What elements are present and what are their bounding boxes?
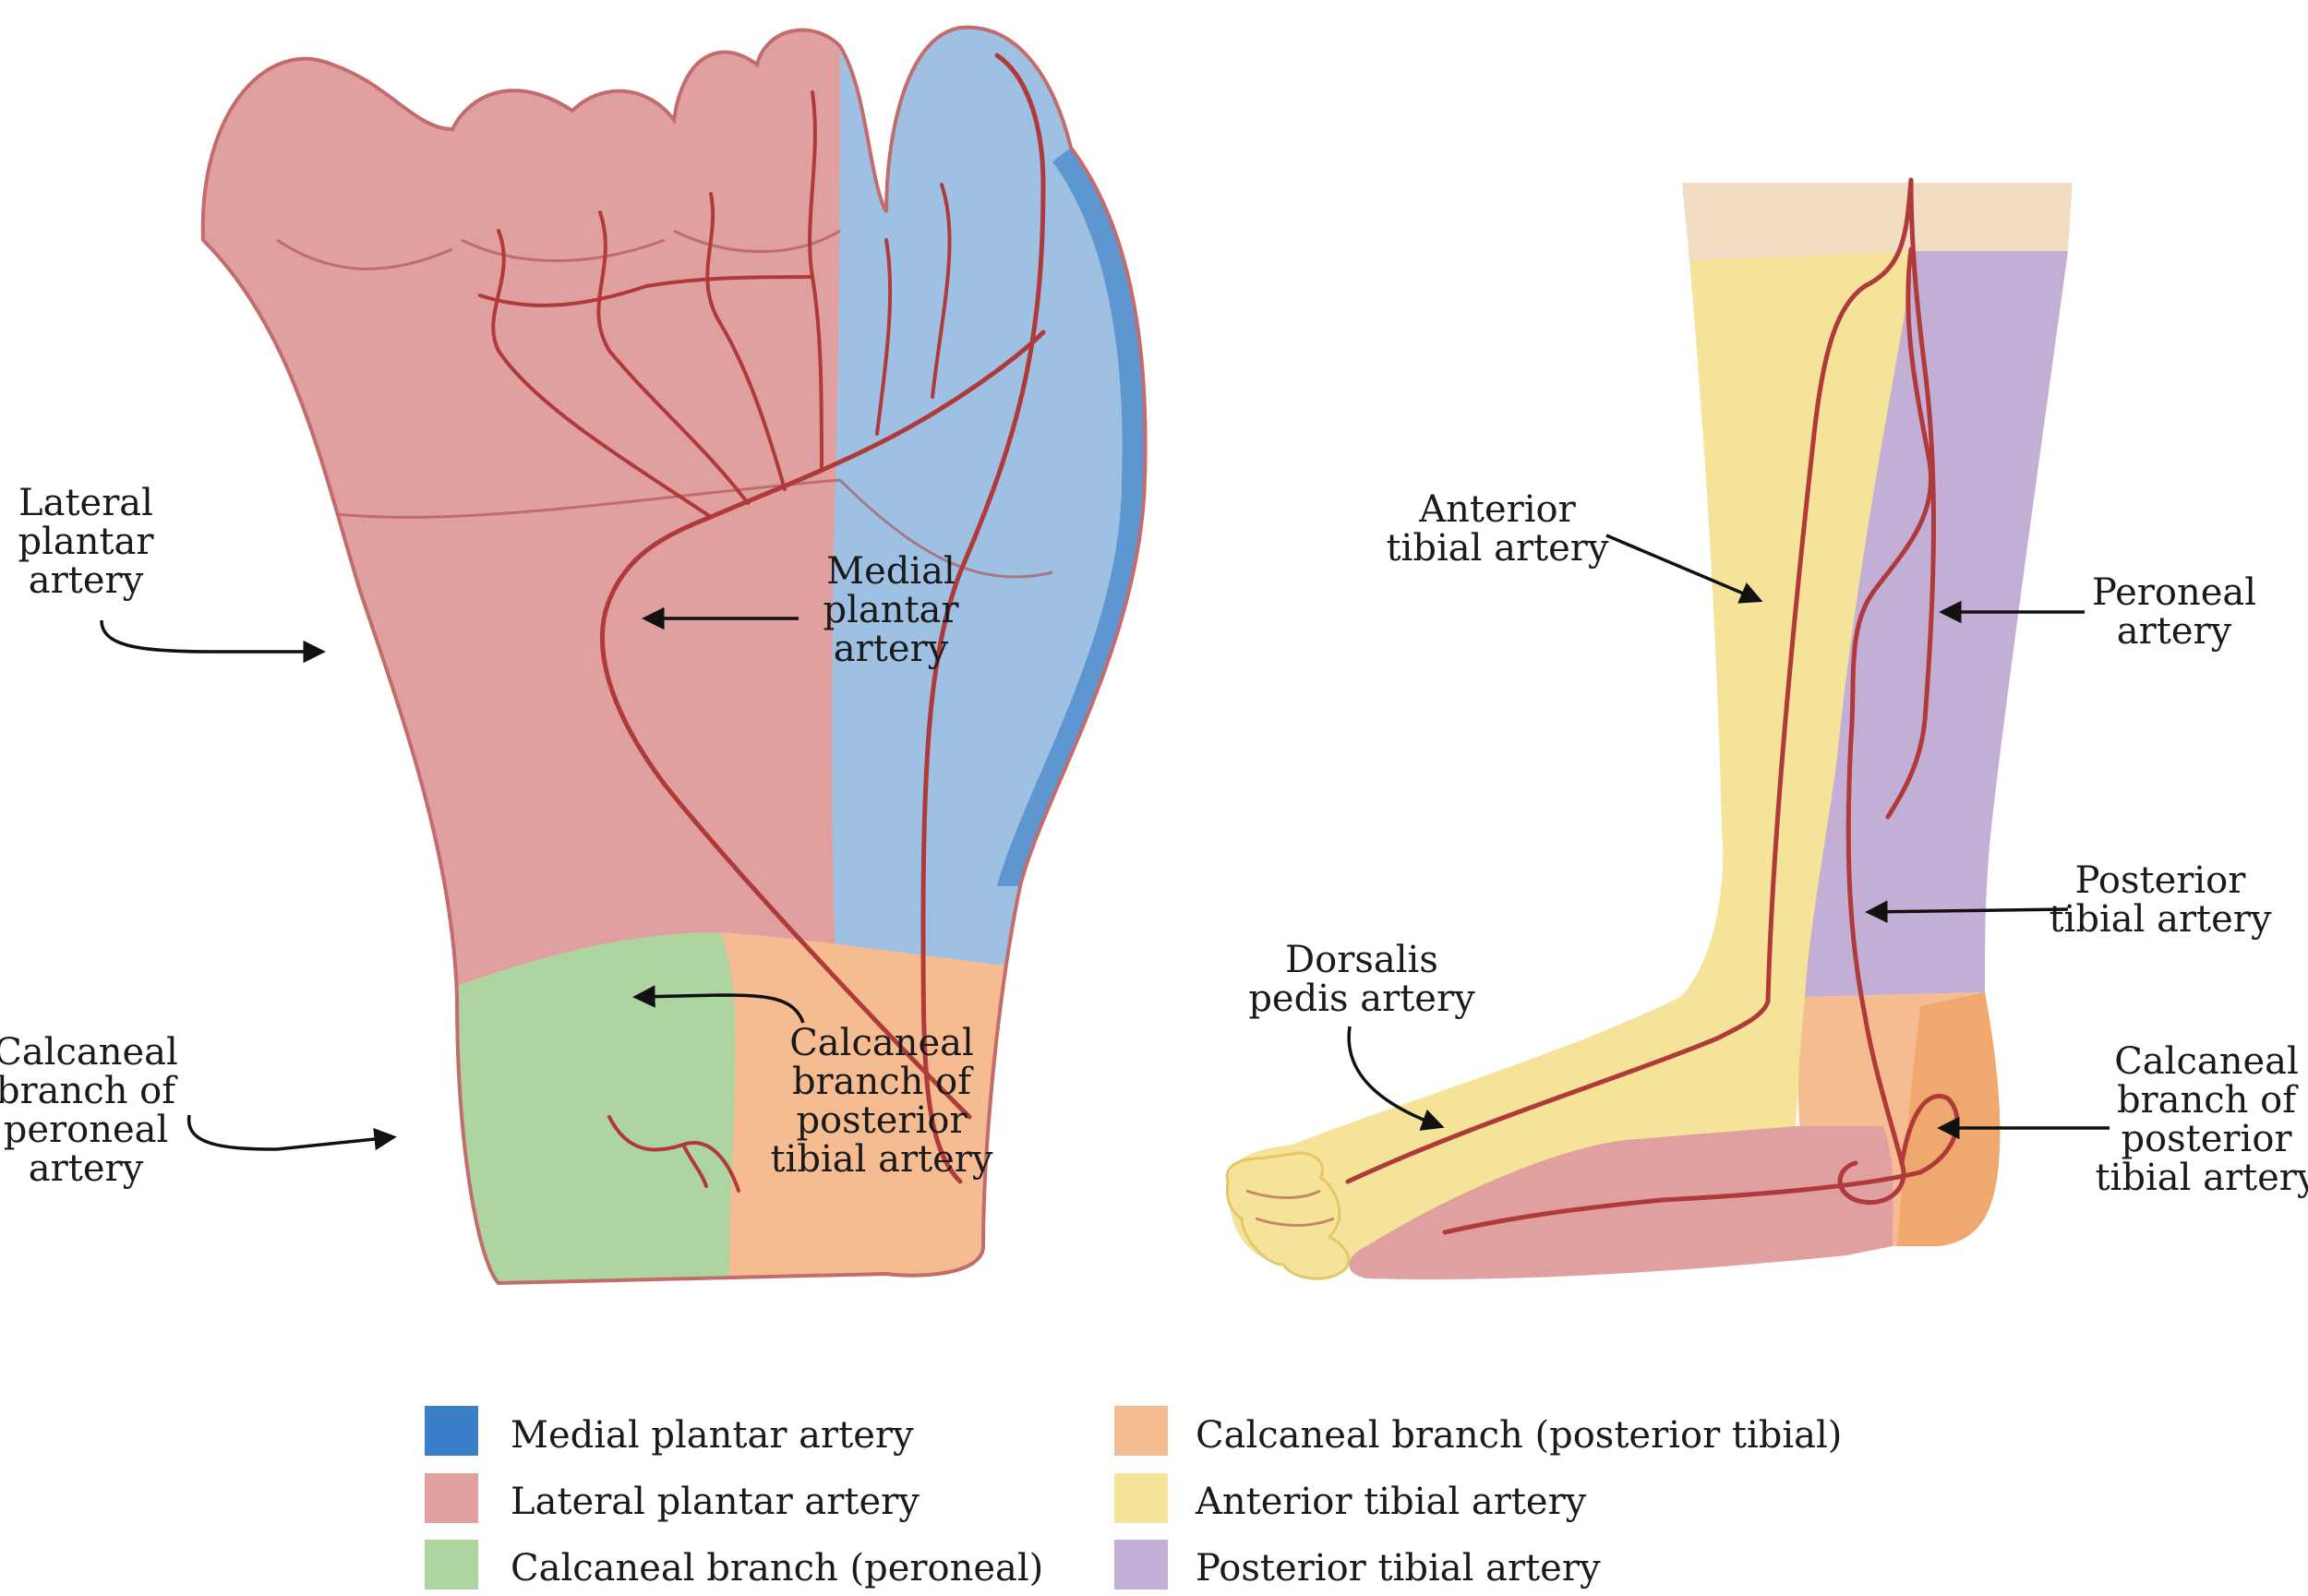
label-medial-plantar-line3: artery [834,628,949,670]
label-posterior-tibial-line2: tibial artery [2049,898,2271,941]
toe-line-2 [1255,1217,1335,1227]
label-lateral-plantar-line1: Lateral [18,482,153,524]
legend-item-anterior-tibial: Anterior tibial artery [1114,1473,1587,1523]
sole-outline [200,25,1148,1286]
label-medial-plantar: Medial plantar artery [642,550,959,670]
region-medial-plantar-edge [997,148,1146,886]
plantar-digital-6 [931,183,952,399]
label-cpt-plantar-line1: Calcaneal [789,1022,974,1064]
label-peroneal: Peroneal artery [1939,571,2256,653]
label-lateral-plantar-line3: artery [29,559,144,602]
legend-label-calcaneal-peroneal: Calcaneal branch (peroneal) [511,1547,1043,1590]
region-medial-plantar [832,27,1146,978]
legend-label-posterior-tibial: Posterior tibial artery [1196,1547,1601,1590]
lateral-plantar-artery-path [600,330,1046,1120]
label-anterior-tibial-line1: Anterior [1418,488,1576,531]
label-posterior-tibial: Posterior tibial artery [1865,859,2272,941]
label-calcaneal-peroneal-line4: artery [29,1147,144,1190]
legend-label-lateral-plantar: Lateral plantar artery [511,1481,920,1523]
label-cpt-plantar-line3: posterior [796,1099,968,1142]
label-medial-plantar-line1: Medial [826,550,956,593]
pointer-calcaneal-peroneal [186,1114,397,1151]
pointer-lateral-plantar [100,619,326,664]
peroneal-artery-path [1885,177,1936,820]
plantar-arch [478,275,814,307]
plantar-digital-2 [596,210,750,505]
label-anterior-tibial: Anterior tibial artery [1386,488,1763,604]
pointer-dorsalis-pedis [1347,1026,1445,1131]
label-dorsalis-pedis-line1: Dorsalis [1285,939,1438,981]
lateral-foot [1225,177,2073,1280]
label-cpt-lateral-line2: branch of [2117,1079,2299,1122]
midfoot-shade [838,478,1053,579]
plantar-digital-5 [875,238,893,436]
plantar-arteries [478,53,1046,1193]
toe-crease-1 [276,238,453,270]
toe-crease-2 [461,238,666,262]
legend-swatch-anterior-tibial [1114,1473,1168,1523]
label-dorsalis-pedis: Dorsalis pedis artery [1248,939,1475,1131]
legend-swatch-lateral-plantar [425,1473,478,1523]
label-peroneal-line2: artery [2117,610,2232,653]
plantar-foot [200,25,1148,1286]
pointer-posterior-tibial [1865,900,2069,923]
legend-label-medial-plantar: Medial plantar artery [511,1414,914,1457]
legend-swatch-posterior-tibial [1114,1540,1168,1590]
legend-swatch-calcaneal-peroneal [425,1540,478,1590]
plantar-digital-3 [705,192,787,491]
label-peroneal-line1: Peroneal [2092,571,2256,614]
label-lateral-plantar-line2: plantar [18,521,154,563]
legend: Medial plantar artery Lateral plantar ar… [425,1406,1842,1590]
label-calcaneal-posterior-tibial-plantar: Calcaneal branch of posterior tibial art… [632,985,993,1181]
legend-label-anterior-tibial: Anterior tibial artery [1195,1481,1587,1523]
posterior-tibial-artery-path [1837,246,1933,1206]
label-calcaneal-peroneal-line3: peroneal [4,1109,169,1151]
anterior-tibial-artery-path [1345,177,1914,1184]
leg-skin-top [1682,183,2073,260]
plantar-digital-1 [491,229,713,519]
label-anterior-tibial-line2: tibial artery [1386,527,1608,570]
medial-plantar-artery-path [920,53,1046,1184]
toe-line-1 [1245,1189,1321,1199]
legend-item-calcaneal-peroneal: Calcaneal branch (peroneal) [425,1540,1043,1590]
legend-item-lateral-plantar: Lateral plantar artery [425,1473,920,1523]
legend-swatch-medial-plantar [425,1406,478,1456]
pointer-cpt-plantar [632,985,805,1024]
calcaneal-peroneal-branch [681,1143,708,1188]
region-calcaneal-peroneal [425,932,736,1283]
lateral-arteries [1345,177,1960,1235]
legend-item-medial-plantar: Medial plantar artery [425,1406,914,1457]
legend-item-posterior-tibial: Posterior tibial artery [1114,1540,1601,1590]
label-posterior-tibial-line1: Posterior [2075,859,2247,902]
label-cpt-plantar-line4: tibial artery [770,1138,992,1181]
toe-crease-3 [673,229,841,253]
label-calcaneal-peroneal: Calcaneal branch of peroneal artery [0,1031,397,1190]
label-calcaneal-peroneal-line1: Calcaneal [0,1031,178,1074]
label-calcaneal-peroneal-line2: branch of [0,1070,178,1112]
legend-label-calcaneal-posterior-tibial: Calcaneal branch (posterior tibial) [1196,1414,1842,1457]
toes [1225,1151,1351,1280]
label-cpt-lateral-line1: Calcaneal [2114,1040,2299,1083]
label-dorsalis-pedis-line2: pedis artery [1248,978,1475,1020]
region-posterior-tibial [1805,251,2068,997]
lateral-plantar-side-artery-path [1442,1170,1923,1235]
region-anterior-tibial [1228,251,1916,1268]
label-medial-plantar-line2: plantar [823,589,959,631]
legend-swatch-calcaneal-posterior-tibial [1114,1406,1168,1456]
label-cpt-plantar-line2: branch of [792,1061,974,1103]
pointer-anterior-tibial [1605,534,1763,604]
calcaneal-posterior-tibial-side-loop [1899,1094,1960,1175]
label-lateral-plantar: Lateral plantar artery [18,482,326,664]
legend-item-calcaneal-posterior-tibial: Calcaneal branch (posterior tibial) [1114,1406,1842,1457]
label-cpt-lateral-line4: tibial artery [2095,1157,2308,1199]
label-cpt-lateral-line3: posterior [2121,1118,2292,1160]
label-calcaneal-posterior-tibial-lateral: Calcaneal branch of posterior tibial art… [1937,1040,2308,1199]
